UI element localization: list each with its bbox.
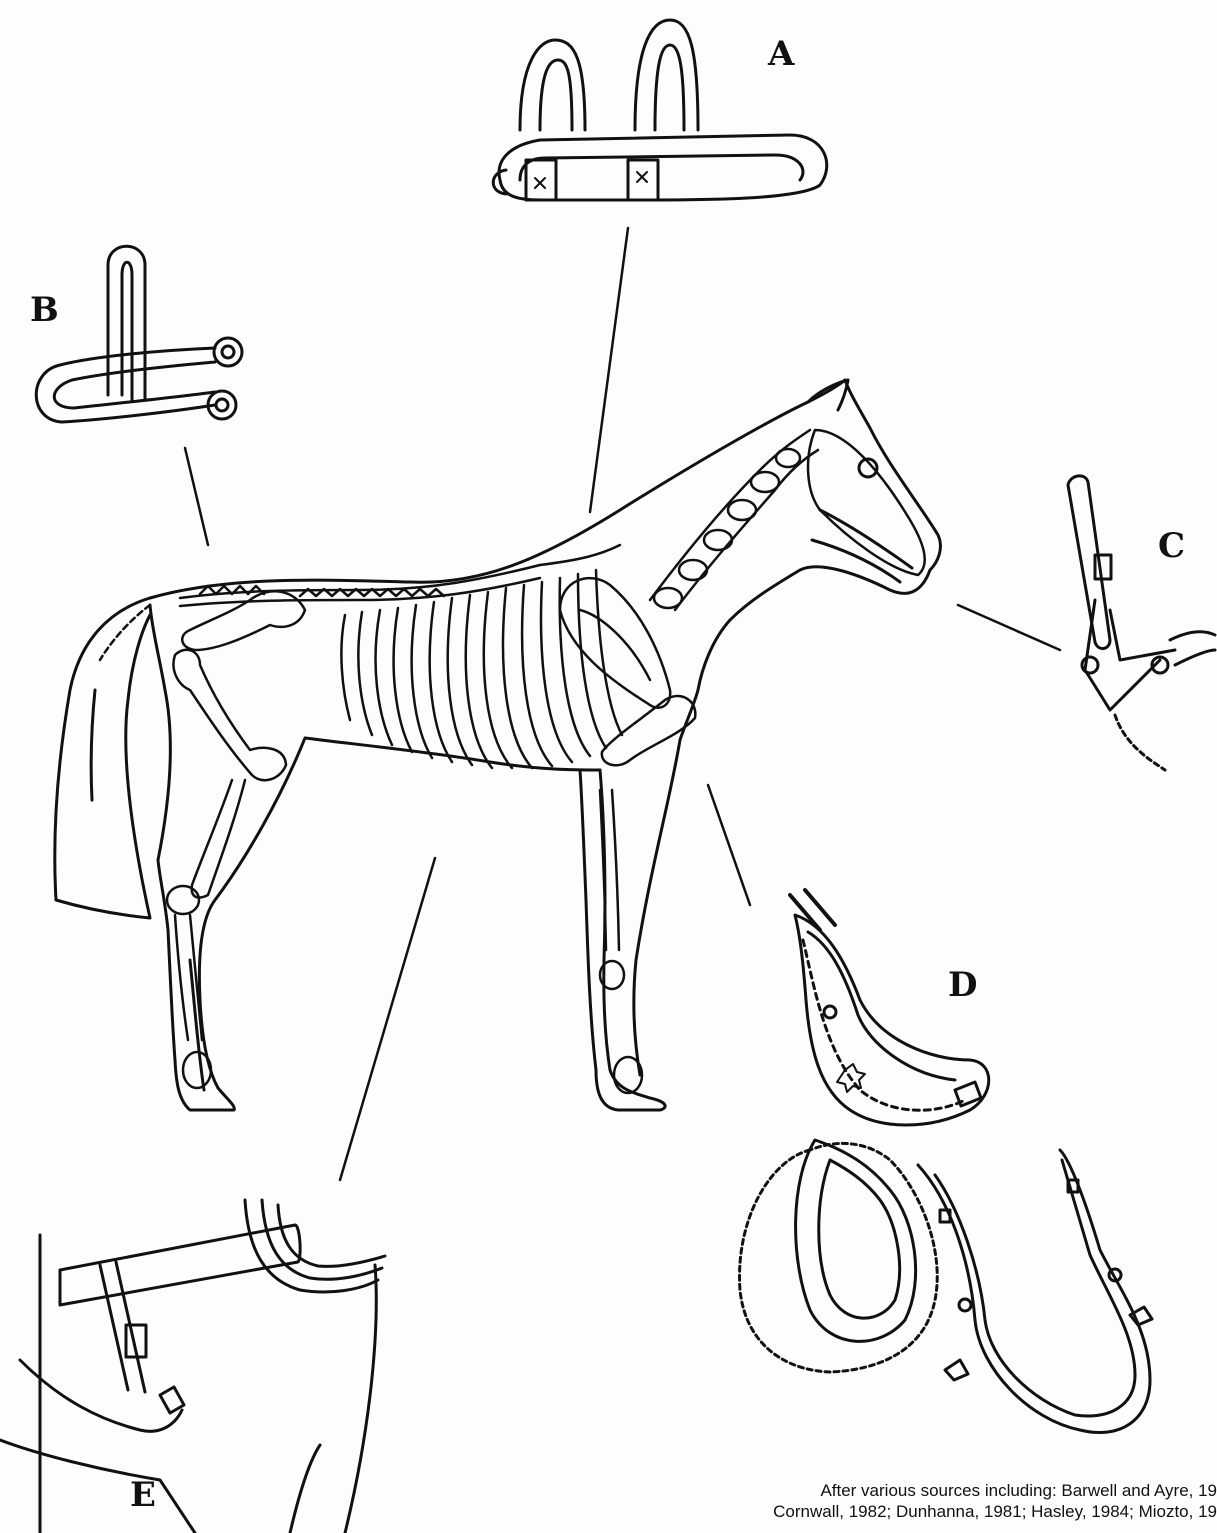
horse-spine xyxy=(100,430,925,660)
harness-c-bridle xyxy=(1068,476,1215,770)
label-c: C xyxy=(1158,526,1185,566)
harness-e-girth xyxy=(0,1200,385,1533)
harness-d-saddle xyxy=(790,890,989,1125)
leader-lines xyxy=(185,228,1060,1180)
leader-line-a xyxy=(590,228,628,512)
leader-line-e xyxy=(340,858,435,1180)
horse-outline xyxy=(150,380,940,1110)
leader-line-b xyxy=(185,448,208,545)
credit-line-2: Cornwall, 1982; Dunhanna, 1981; Hasley, … xyxy=(668,1501,1217,1522)
harness-d-flaps xyxy=(740,1140,1152,1433)
label-b: B xyxy=(30,290,59,330)
source-credit: After various sources including: Barwell… xyxy=(668,1480,1217,1522)
leader-line-c xyxy=(958,605,1060,650)
horse-hind-bones xyxy=(167,591,642,1093)
horse-tail xyxy=(55,598,150,918)
harness-b-breeching xyxy=(36,246,242,422)
credit-line-1: After various sources including: Barwell… xyxy=(668,1480,1217,1501)
leader-line-d xyxy=(708,785,750,905)
label-e: E xyxy=(130,1475,156,1515)
label-d: D xyxy=(948,965,977,1005)
label-a: A xyxy=(768,34,794,74)
